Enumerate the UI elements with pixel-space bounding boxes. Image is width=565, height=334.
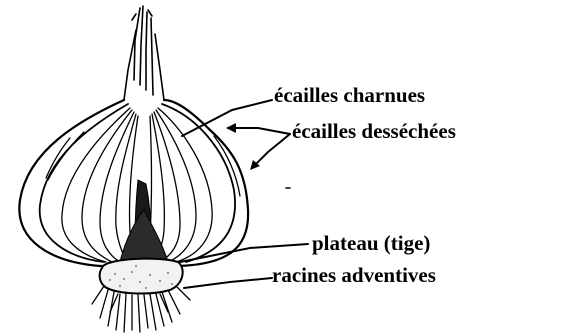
scale-lines-left [46, 108, 138, 262]
label-racines-adventives: racines adventives [272, 263, 436, 287]
leader-ecailles-dessechees-2 [252, 134, 290, 168]
leader-plateau [180, 244, 308, 262]
shoot-base [120, 210, 168, 262]
label-plateau: plateau (tige) [312, 231, 430, 255]
label-ecailles-charnues: écailles charnues [274, 83, 425, 107]
leader-ecailles-dessechees-1 [228, 128, 290, 134]
arrowhead-dessechees-1 [226, 123, 236, 133]
leader-racines [184, 278, 272, 288]
label-ecailles-dessechees: écailles desséchées [292, 119, 456, 143]
diagram-labels: écailles charnues écailles desséchées pl… [272, 83, 456, 287]
garlic-bulb-illustration [19, 6, 248, 332]
leader-ecailles-charnues [182, 100, 272, 136]
arrowheads [226, 123, 260, 170]
basal-plate [100, 259, 183, 294]
outer-scale-left [40, 104, 128, 262]
stalk-neck [124, 6, 164, 100]
